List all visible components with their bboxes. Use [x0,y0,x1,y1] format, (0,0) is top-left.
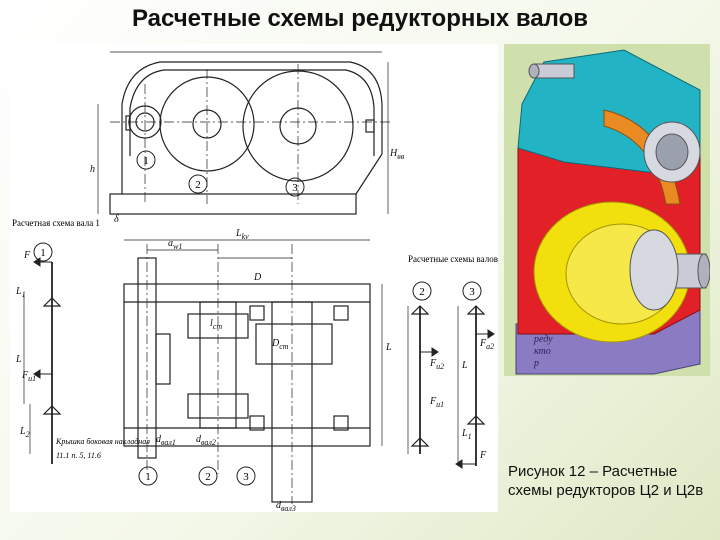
dim-dvala3: dвал3 [276,500,296,512]
force-Fu1-shaft2: Fu1 [429,396,444,409]
shaft-number-3-bottom: 3 [243,471,249,483]
render-flange-bottom [629,229,679,311]
drawing-svg: 1 2 3 1 2 3 1 2 3 Расчетная схема вала 1… [12,51,514,513]
shaft-number-3-top: 3 [292,182,298,194]
gearbox-section-outline [123,283,371,447]
gearbox-render-svg: реду кто р [515,49,711,375]
gearbox-3d-render: реду кто р [504,44,711,376]
dim-h: h [90,164,95,175]
dim-L-shaft2: L [385,342,392,353]
force-Fu2: Fu2 [429,358,444,371]
force-Fu1-shaft1: Fu1 [21,370,36,383]
shaft-number-1-bottom: 1 [145,471,151,483]
shaft-number-2-top: 2 [195,179,201,191]
cover-note-ref: 11.1 п. 5, 11.6 [56,451,101,460]
housing-inner-outline [129,69,375,156]
dim-L2: L2 [19,426,30,439]
force-F-shaft3: F [479,450,487,461]
dim-L-shaft3: L [461,360,468,371]
render-label-line1: реду [533,334,553,345]
shaft-number-1-scheme: 1 [40,247,46,259]
dim-lcm: lcm [210,318,222,331]
shafts23-scheme-label: Расчетные схемы валов 2, 3 [408,254,498,264]
dim-delta: δ [114,214,119,225]
housing-base [109,193,357,215]
render-gear-teeth [603,109,681,205]
dim-L1-shaft3: L1 [461,428,472,441]
cover-note: Крышка боковая накладная [55,437,150,446]
force-F-shaft1: F [23,250,31,261]
dim-aw: aw1 [168,238,182,251]
dim-L1: L1 [15,286,26,299]
slide-title: Расчетные схемы редукторных валов [131,5,588,32]
force-Fa2: Fa2 [479,338,494,351]
figure-caption: Рисунок 12 – Расчетные схемы редукторов … [508,463,704,499]
engineering-drawing: 1 2 3 1 2 3 1 2 3 Расчетная схема вала 1… [10,44,514,513]
dim-dvala2: dвал2 [196,434,216,447]
dim-lkv: Lkv [235,228,249,241]
shaft1-scheme-label: Расчетная схема вала 1 [12,218,100,228]
shaft-number-2-bottom: 2 [205,471,211,483]
shaft-number-2-scheme: 2 [419,286,425,298]
dim-L: L [15,354,22,365]
render-label-line3: р [533,358,539,369]
shaft-number-3-scheme: 3 [469,286,475,298]
housing-top-outline [121,61,383,154]
render-label-line2: кто [534,346,551,357]
dim-D: D [253,272,262,283]
dim-dvala1: dвал1 [156,434,176,447]
shaft-number-1-top: 1 [143,155,149,167]
render-input-shaft [533,63,575,79]
dim-Hbv: Hвв [389,148,405,161]
dim-Dcm: Dcm [271,338,289,351]
